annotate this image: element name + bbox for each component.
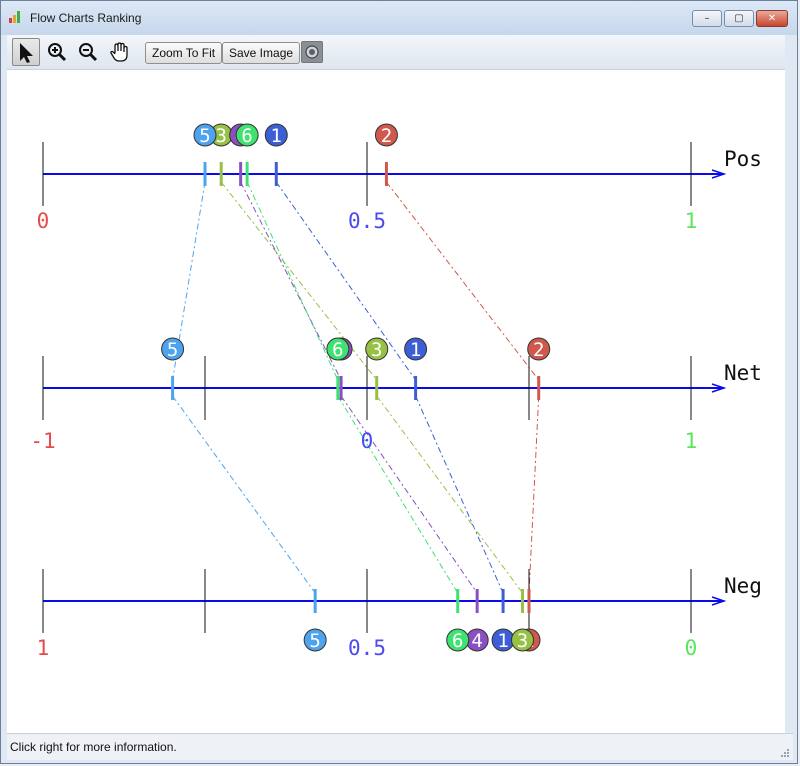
item-label-5: 5	[309, 630, 320, 652]
chart-canvas[interactable]: 00.51Pos123456-101Net12345610.50Neg12345…	[7, 70, 785, 733]
axis-name-pos: Pos	[724, 147, 762, 171]
ranking-chart: 00.51Pos123456-101Net12345610.50Neg12345…	[30, 123, 762, 660]
pointer-tool-button[interactable]	[12, 38, 40, 66]
axis-name-neg: Neg	[724, 574, 762, 598]
item-label-2: 2	[533, 339, 544, 361]
axis-name-net: Net	[724, 361, 762, 385]
save-image-button[interactable]: Save Image	[222, 42, 301, 64]
item-label-5: 5	[199, 125, 210, 147]
item-label-1: 1	[271, 125, 282, 147]
tick-label: 1	[685, 429, 698, 453]
tick-label: 0.5	[348, 209, 386, 233]
item-label-6: 6	[452, 630, 463, 652]
minimize-button[interactable]: –	[692, 10, 722, 27]
item-label-3: 3	[517, 630, 528, 652]
item-bubble-5	[161, 337, 185, 361]
connector-line-1	[415, 395, 504, 594]
tick-label: 0	[361, 429, 374, 453]
item-label-2: 2	[381, 125, 392, 147]
pan-button[interactable]	[106, 38, 134, 66]
item-label-6: 6	[332, 339, 343, 361]
connector-line-5	[172, 181, 206, 381]
title-bar[interactable]: Flow Charts Ranking – ▢ ✕	[1, 1, 797, 35]
item-label-1: 1	[497, 630, 508, 652]
item-label-3: 3	[371, 339, 382, 361]
item-label-1: 1	[410, 339, 421, 361]
camera-button[interactable]	[301, 41, 323, 63]
item-bubble-3	[365, 337, 389, 361]
connector-line-3	[376, 395, 523, 594]
item-bubble-5	[193, 123, 217, 147]
tick-label: 0	[37, 209, 50, 233]
camera-icon	[305, 45, 319, 59]
connector-line-4	[240, 181, 342, 381]
connector-line-6	[246, 181, 339, 381]
item-bubble-6	[235, 123, 259, 147]
axis-arrow-neg	[711, 596, 727, 606]
item-bubble-6	[446, 628, 470, 652]
connector-line-1	[275, 181, 417, 381]
item-bubble-2	[527, 337, 551, 361]
axis-arrow-net	[711, 383, 727, 393]
item-bubble-2	[374, 123, 398, 147]
close-button[interactable]: ✕	[756, 10, 788, 27]
item-bubble-6	[326, 337, 350, 361]
item-label-3: 3	[215, 125, 226, 147]
item-bubble-1	[404, 337, 428, 361]
pan-hand-icon	[110, 42, 128, 62]
item-bubble-5	[303, 628, 327, 652]
connector-line-4	[340, 395, 478, 594]
item-label-5: 5	[167, 339, 178, 361]
zoom-to-fit-button[interactable]: Zoom To Fit	[145, 42, 223, 64]
zoom-out-button[interactable]	[74, 38, 102, 66]
connector-line-2	[528, 395, 540, 594]
item-bubble-3	[511, 628, 535, 652]
window-title: Flow Charts Ranking	[30, 11, 142, 25]
tick-label: 1	[37, 636, 50, 660]
zoom-in-button[interactable]	[43, 38, 71, 66]
item-bubble-1	[264, 123, 288, 147]
tick-label: 0.5	[348, 636, 386, 660]
item-label-4: 4	[471, 630, 482, 652]
toolbar: Zoom To Fit Save Image	[7, 35, 785, 70]
bar-chart-icon	[9, 11, 23, 23]
pointer-icon	[20, 43, 33, 63]
status-text: Click right for more information.	[10, 740, 177, 754]
axis-arrow-pos	[711, 169, 727, 179]
tick-label: 1	[685, 209, 698, 233]
zoom-in-icon	[48, 43, 67, 62]
status-bar: Click right for more information.	[7, 733, 793, 760]
tick-label: -1	[30, 429, 55, 453]
connector-line-5	[172, 395, 316, 594]
maximize-button[interactable]: ▢	[724, 10, 754, 27]
connector-line-6	[337, 395, 459, 594]
zoom-out-icon	[79, 43, 98, 62]
tick-label: 0	[685, 636, 698, 660]
item-label-6: 6	[241, 125, 252, 147]
resize-grip-icon[interactable]	[779, 747, 789, 757]
